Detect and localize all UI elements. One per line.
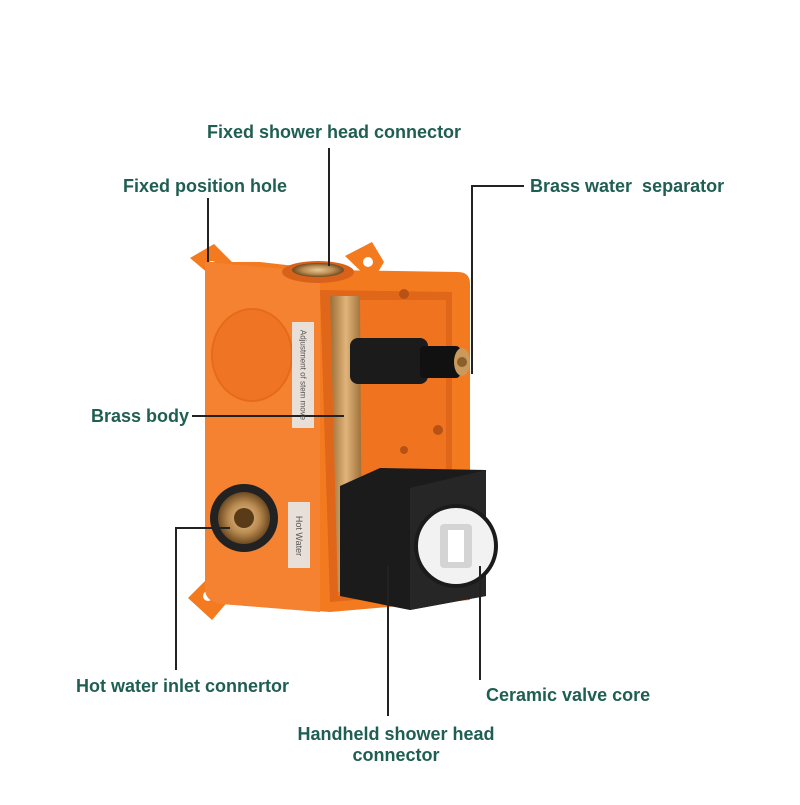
label-brass-water-separator: Brass water separator: [530, 176, 724, 197]
hot-water-inlet: [210, 484, 278, 552]
label-hot-water-inlet-connector: Hot water inlet connertor: [76, 676, 289, 697]
valve-knob: [340, 468, 496, 610]
label-ceramic-valve-core: Ceramic valve core: [486, 685, 650, 706]
label-handheld-line-1: Handheld shower head: [293, 724, 499, 745]
label-brass-body: Brass body: [91, 406, 189, 427]
top-connector: [282, 261, 354, 283]
label-fixed-position-hole: Fixed position hole: [123, 176, 287, 197]
marking-text-stem: Adjustment of stem move: [299, 330, 308, 420]
label-fixed-shower-head-connector: Fixed shower head connector: [207, 122, 461, 143]
marking-text-hot: Hot Water: [294, 516, 304, 556]
leader-brass-separator: [472, 186, 524, 374]
label-handheld-shower-head-connector: Handheld shower head connector: [293, 724, 499, 766]
label-handheld-line-2: connector: [293, 745, 499, 766]
